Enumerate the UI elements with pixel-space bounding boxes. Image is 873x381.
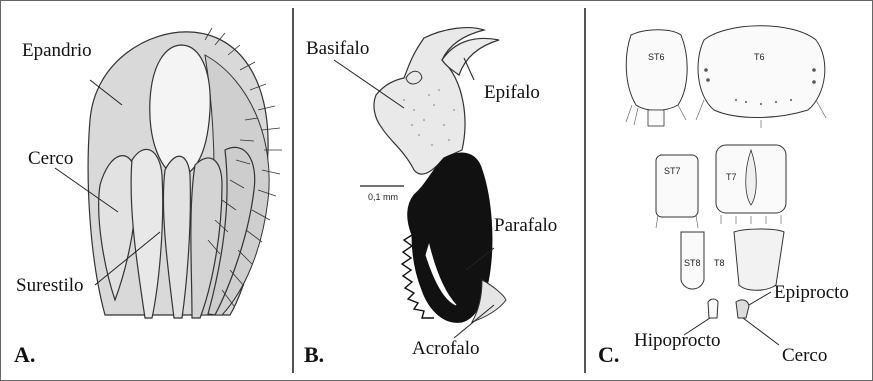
label-epifalo: Epifalo (484, 82, 540, 104)
label-t7: T7 (726, 172, 737, 182)
label-cerco-a: Cerco (28, 148, 73, 170)
cercus-c-shape (736, 300, 749, 318)
st6-tab (648, 110, 664, 126)
hypoproct-shape (708, 299, 718, 318)
panel-c: ST6 T6 ST7 T7 ST8 T8 Epiprocto Hipoproct… (586, 0, 872, 379)
label-parafalo: Parafalo (494, 215, 557, 237)
label-epandrio: Epandrio (22, 40, 92, 62)
label-t6: T6 (754, 52, 765, 62)
label-acrofalo: Acrofalo (412, 338, 480, 360)
panel-letter-a: A. (14, 342, 35, 368)
st7-shape (656, 155, 698, 217)
label-basifalo: Basifalo (306, 38, 369, 60)
label-epiprocto: Epiprocto (774, 282, 849, 304)
label-t8: T8 (714, 258, 725, 268)
panel-letter-c: C. (598, 342, 619, 368)
panel-b: Basifalo Epifalo Parafalo Acrofalo 0,1 m… (294, 0, 584, 379)
label-st6: ST6 (648, 52, 665, 62)
label-st7: ST7 (664, 166, 681, 176)
panel-letter-b: B. (304, 342, 324, 368)
panel-c-illustration (586, 0, 872, 379)
st6-shape (626, 30, 687, 111)
label-st8: ST8 (684, 258, 701, 268)
scale-label: 0,1 mm (368, 192, 398, 202)
panel-a: Epandrio Cerco Surestilo A. (0, 0, 292, 379)
label-surestilo: Surestilo (16, 275, 84, 297)
label-cerco-c: Cerco (782, 345, 827, 367)
label-hipoprocto: Hipoprocto (634, 330, 721, 352)
